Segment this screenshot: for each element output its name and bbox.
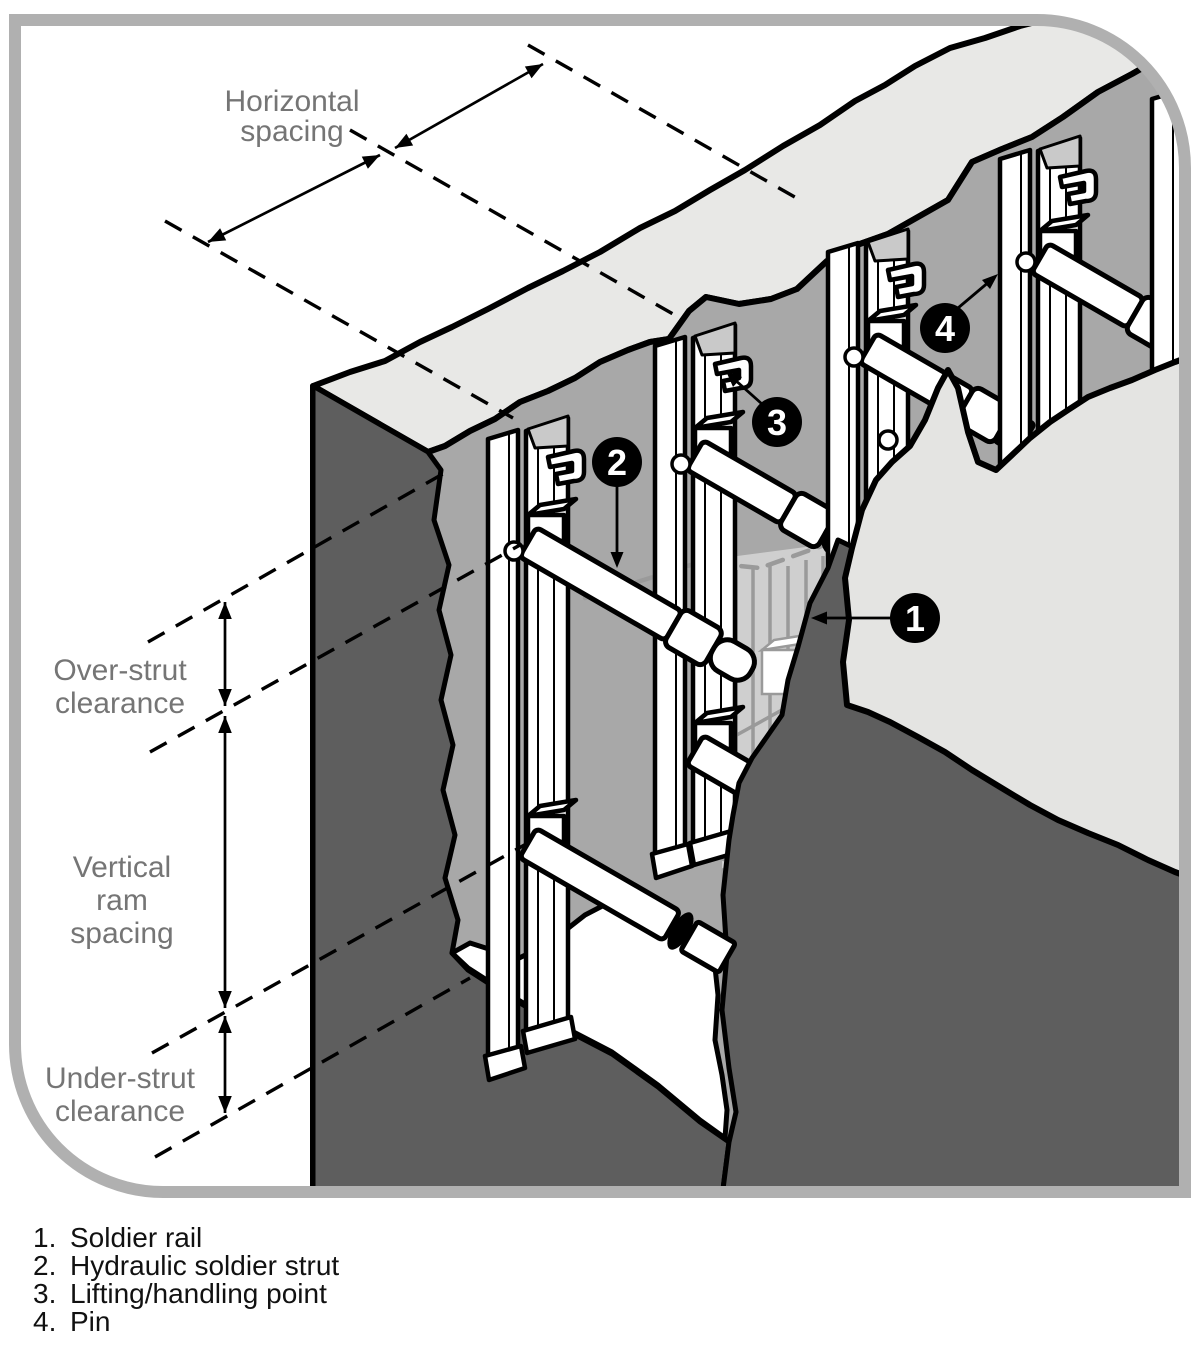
callout-2: 2	[592, 437, 642, 487]
callout-3-number: 3	[767, 402, 787, 443]
pin-hole	[503, 540, 525, 562]
dimension-labels: Horizontal spacing Over-strut clearance …	[45, 85, 360, 1128]
dimension-lines	[147, 43, 801, 1159]
vertical-ram-label-line3: spacing	[70, 917, 173, 950]
callout-4-circle	[920, 303, 970, 353]
callout-2-circle	[592, 437, 642, 487]
horizontal-spacing-label-line2: spacing	[240, 115, 343, 148]
lifting-handling-point-hook	[545, 448, 587, 487]
legend-item-1-number: 1.	[33, 1222, 56, 1253]
callout-2-number: 2	[607, 442, 627, 483]
legend-item-1-label: Soldier rail	[70, 1222, 202, 1253]
figure-frame-border	[9, 14, 1191, 1198]
legend-item-4-label: Pin	[70, 1306, 110, 1337]
legend-item-3-number: 3.	[33, 1278, 56, 1309]
lifting-handling-point-hook	[712, 355, 754, 394]
pin-hole	[670, 453, 692, 475]
callout-1-circle	[890, 593, 940, 643]
pin-hole	[877, 429, 899, 451]
pin-hole	[843, 346, 865, 368]
legend-item-3-label: Lifting/handling point	[70, 1278, 327, 1309]
legend-item-2-label: Hydraulic soldier strut	[70, 1250, 339, 1281]
vertical-ram-label-line2: ram	[96, 884, 148, 917]
soldier-rail-front	[482, 414, 757, 1083]
lifting-handling-point-hook	[885, 261, 927, 300]
callout-1: 1	[890, 593, 940, 643]
pin-hole	[1015, 251, 1037, 273]
over-strut-label-line2: clearance	[55, 687, 185, 720]
horizontal-spacing-label-line1: Horizontal	[224, 85, 359, 118]
callout-3: 3	[752, 397, 802, 447]
legend-item-4-number: 4.	[33, 1306, 56, 1337]
callout-leaders	[610, 274, 998, 625]
callout-1-number: 1	[905, 598, 925, 639]
under-strut-label-line1: Under-strut	[45, 1062, 196, 1095]
ground-surface-near-side	[840, 351, 1185, 883]
under-strut-label-line2: clearance	[55, 1095, 185, 1128]
callout-4-number: 4	[935, 308, 955, 349]
legend-item-2-number: 2.	[33, 1250, 56, 1281]
legend: 1. Soldier rail 2. Hydraulic soldier str…	[33, 1222, 339, 1337]
vertical-ram-label-line1: Vertical	[73, 851, 171, 884]
over-strut-label-line1: Over-strut	[53, 654, 187, 687]
callout-3-circle	[752, 397, 802, 447]
lifting-handling-point-hook	[1057, 168, 1099, 207]
callout-4: 4	[920, 303, 970, 353]
